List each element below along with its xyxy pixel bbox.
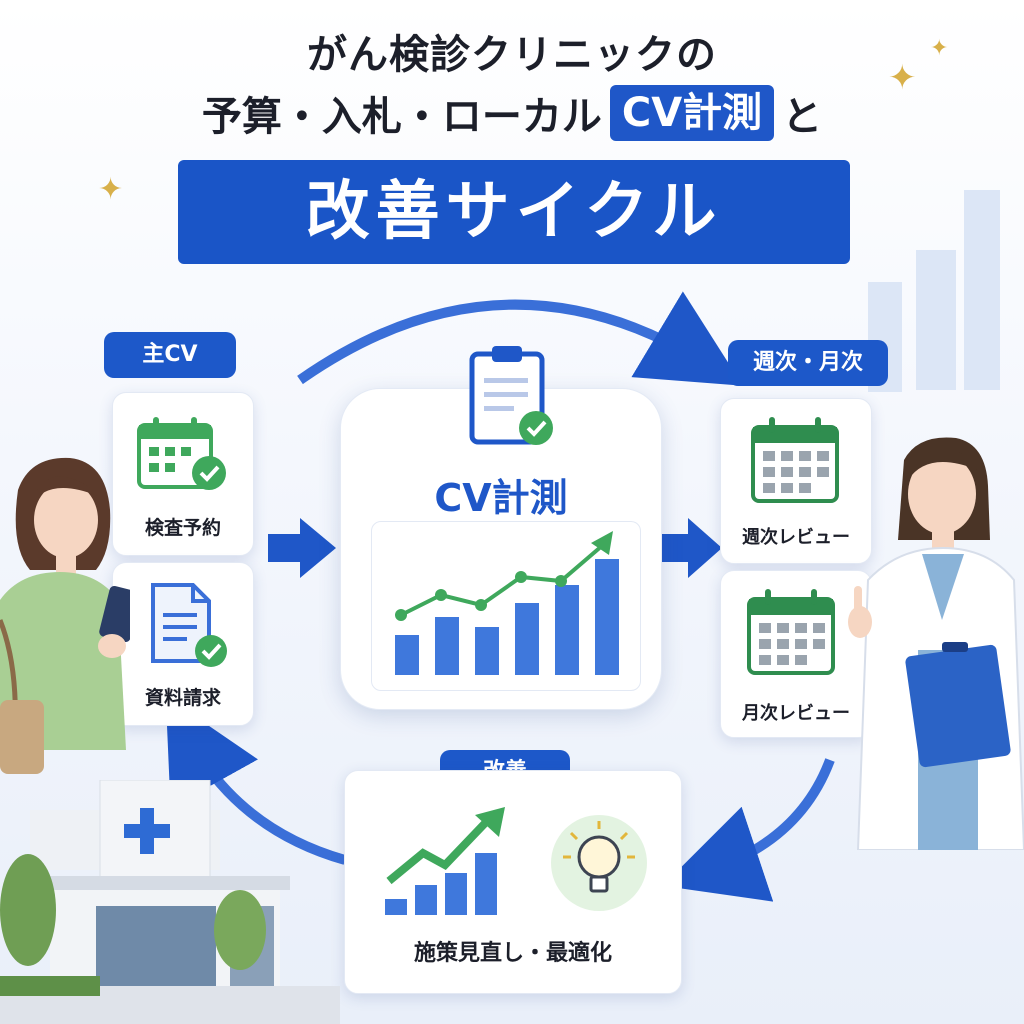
cv-card-exam-booking: 検査予約	[112, 392, 254, 556]
arrow-center-to-right	[662, 518, 722, 578]
cv-label-document-request: 資料請求	[144, 687, 221, 709]
optimization-label: 施策見直し・最適化	[413, 941, 612, 966]
chart-bar	[435, 617, 459, 675]
sparkle-icon: ✦	[888, 58, 917, 98]
bg-building-3	[964, 190, 1000, 390]
title-line-2-prefix: 予算・入札・ローカル	[201, 94, 602, 140]
arrow-left-to-center	[268, 518, 336, 578]
chart-bar	[595, 559, 619, 675]
clinic-building	[0, 780, 340, 1024]
title-line-1: がん検診クリニックの	[307, 32, 717, 78]
main-cv-pill: 主CV	[104, 332, 236, 378]
growth-chart-icon	[385, 807, 505, 915]
review-card-monthly: 月次レビュー	[720, 570, 872, 738]
cv-label-exam-booking: 検査予約	[144, 517, 221, 539]
review-card-weekly: 週次レビュー	[720, 398, 872, 564]
lightbulb-icon	[551, 815, 647, 911]
review-label-weekly: 週次レビュー	[742, 527, 850, 548]
bg-building-2	[916, 250, 956, 390]
sparkle-icon: ✦	[98, 172, 124, 207]
trend-line	[400, 543, 605, 617]
arrow-left-arc	[165, 696, 347, 865]
calendar-icon	[747, 589, 835, 675]
optimization-card: 施策見直し・最適化	[344, 770, 682, 994]
title-banner: 改善サイクル	[178, 160, 850, 264]
review-label-monthly: 月次レビュー	[742, 703, 850, 724]
chart-bar	[515, 603, 539, 675]
cv-card-document-request: 資料請求	[112, 562, 254, 726]
growth-chart	[395, 531, 619, 675]
title-highlight: CV計測	[609, 85, 775, 141]
document-check-icon	[151, 583, 227, 667]
cv-measurement-title: CV計測	[434, 476, 568, 520]
sparkle-icon: ✦	[930, 36, 949, 61]
doctor-illustration	[848, 437, 1024, 850]
clipboard-check-icon	[469, 346, 553, 445]
arrow-top-arc	[297, 291, 743, 386]
weekly-monthly-pill: 週次・月次	[728, 340, 888, 386]
chart-bar	[395, 635, 419, 675]
calendar-icon	[751, 417, 839, 503]
arrow-right-arc	[662, 758, 835, 902]
chart-bar	[555, 585, 579, 675]
calendar-check-icon	[137, 417, 226, 490]
chart-bar	[475, 627, 499, 675]
patient-illustration	[0, 457, 130, 774]
title-line-2-suffix: と	[782, 94, 823, 140]
